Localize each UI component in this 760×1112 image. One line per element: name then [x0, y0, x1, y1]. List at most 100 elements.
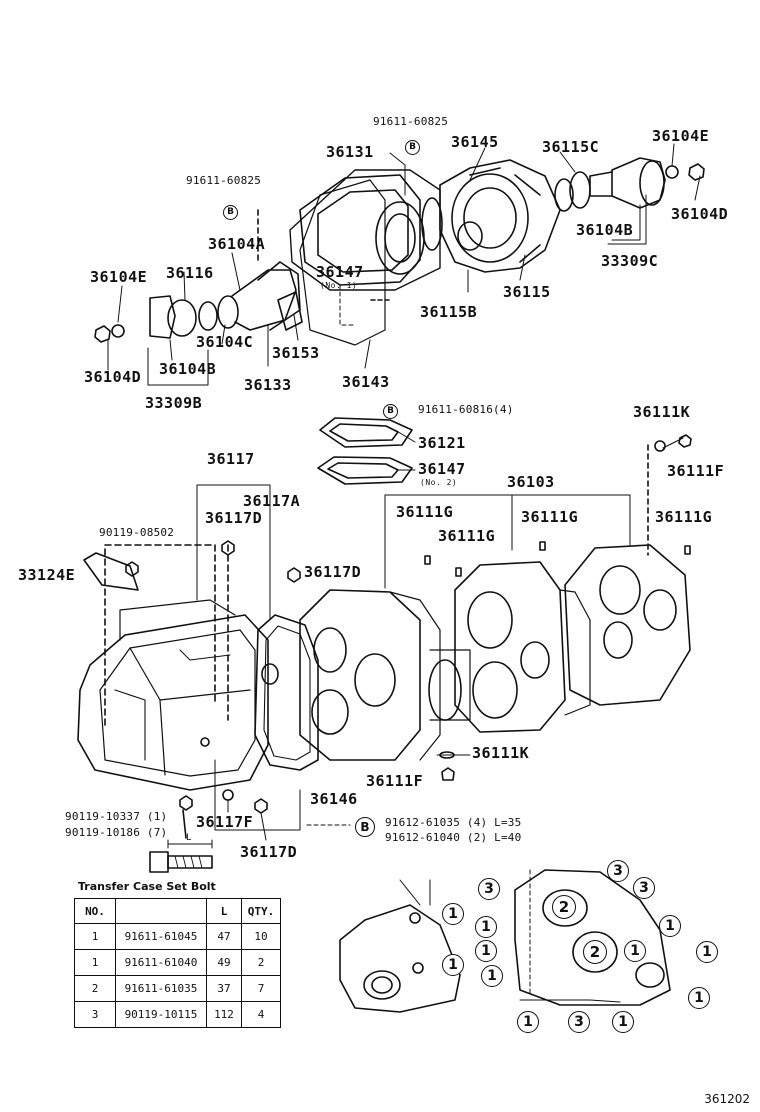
plates-36121-36147 [317, 407, 416, 485]
bolt-length-label: L [186, 833, 192, 843]
label-36153: 36153 [272, 344, 320, 362]
bolt-mark: 1 [481, 965, 503, 987]
label-36111G-a: 36111G [396, 503, 454, 521]
cell-length: 49 [206, 949, 242, 976]
col-header-qty: QTY. [241, 898, 281, 924]
label-36104E-left: 36104E [90, 268, 148, 286]
label-36143: 36143 [342, 373, 390, 391]
label-36115: 36115 [503, 283, 551, 301]
legend-line-1: 91612-61035 (4) L=35 [385, 816, 522, 829]
label-36117D-low: 36117D [240, 843, 298, 861]
col-header-no: NO. [74, 898, 116, 924]
label-36111G-b: 36111G [438, 527, 496, 545]
cell-part: 91611-61045 [115, 923, 207, 950]
col-header-part [115, 898, 207, 924]
label-36117: 36117 [207, 450, 255, 468]
label-36117D-mid: 36117D [304, 563, 362, 581]
bolt-mark: 1 [442, 954, 464, 976]
label-36147-no2: 36147 [418, 460, 466, 478]
bolt-table-title: Transfer Case Set Bolt [78, 880, 216, 893]
label-90119-10186: 90119-10186 (7) [65, 826, 168, 839]
label-36145: 36145 [451, 133, 499, 151]
cell-length: 47 [206, 923, 242, 950]
bolt-mark: 1 [659, 915, 681, 937]
label-36104A: 36104A [208, 235, 266, 253]
b-mark-icon: B [405, 140, 420, 155]
bolt-table: NO. L QTY. 1 91611-61045 47 10 1 91611-6… [74, 898, 281, 1028]
label-91611-60816: 91611-60816(4) [418, 403, 514, 416]
label-36104B-left: 36104B [159, 360, 217, 378]
cell-length: 37 [206, 975, 242, 1002]
b-mark-icon: B [383, 404, 398, 419]
label-90119-10337: 90119-10337 (1) [65, 810, 168, 823]
cell-length: 112 [206, 1001, 242, 1028]
label-33309B: 33309B [145, 394, 203, 412]
cell-qty: 7 [241, 975, 281, 1002]
bolt-mark: 2 [552, 895, 576, 919]
label-36131: 36131 [326, 143, 374, 161]
bolt-mark: 1 [475, 940, 497, 962]
bolts-drawing [83, 540, 351, 873]
label-36146: 36146 [310, 790, 358, 808]
legend-line-2: 91612-61040 (2) L=40 [385, 831, 522, 844]
illustration-code: 361202 [704, 1092, 750, 1106]
label-36104E-right: 36104E [652, 127, 710, 145]
label-91611-60825-top: 91611-60825 [373, 115, 449, 128]
label-33309C: 33309C [601, 252, 659, 270]
legend-b-icon: B [355, 817, 375, 837]
label-36111K-top: 36111K [633, 403, 691, 421]
bolt-mark: 1 [475, 916, 497, 938]
bolt-location-views [339, 869, 671, 1013]
label-36147-no1-sub: (No. 1) [320, 281, 358, 290]
bolt-mark: 1 [612, 1011, 634, 1033]
label-91611-60825-left: 91611-60825 [186, 174, 262, 187]
bolt-mark: 1 [517, 1011, 539, 1033]
label-36104C: 36104C [196, 333, 254, 351]
label-33124E: 33124E [18, 566, 76, 584]
cell-qty: 2 [241, 949, 281, 976]
label-36133: 36133 [244, 376, 292, 394]
top-leaders [107, 143, 701, 386]
bolt-mark: 3 [633, 877, 655, 899]
bolt-mark: 1 [688, 987, 710, 1009]
cell-part: 90119-10115 [115, 1001, 207, 1028]
cell-no: 2 [74, 975, 116, 1002]
cell-no: 3 [74, 1001, 116, 1028]
label-36115C: 36115C [542, 138, 600, 156]
top-assembly-drawing [94, 157, 705, 346]
bolt-mark: 1 [696, 941, 718, 963]
cell-no: 1 [74, 923, 116, 950]
bolt-mark: 1 [442, 903, 464, 925]
label-36111F-low: 36111F [366, 772, 424, 790]
bolt-mark: 2 [583, 940, 607, 964]
label-36104B-right: 36104B [576, 221, 634, 239]
bolt-mark: 3 [478, 878, 500, 900]
front-transfer-case-drawing [299, 589, 471, 761]
label-36147-no2-sub: (No. 2) [420, 478, 458, 487]
b-mark-icon: B [223, 205, 238, 220]
label-36121: 36121 [418, 434, 466, 452]
col-header-length: L [206, 898, 242, 924]
cell-no: 1 [74, 949, 116, 976]
label-36111G-c: 36111G [521, 508, 579, 526]
cell-part: 91611-61035 [115, 975, 207, 1002]
label-36111K-low: 36111K [472, 744, 530, 762]
label-36117A: 36117A [243, 492, 301, 510]
bolt-mark: 1 [624, 940, 646, 962]
table-row: 1 91611-61040 49 2 [74, 949, 281, 976]
bolt-mark: 3 [568, 1011, 590, 1033]
cell-qty: 4 [241, 1001, 281, 1028]
label-36111G-d: 36111G [655, 508, 713, 526]
bolt-mark: 3 [607, 860, 629, 882]
label-90119-08502: 90119-08502 [99, 526, 175, 539]
label-36116: 36116 [166, 264, 214, 282]
label-36117D-top: 36117D [205, 509, 263, 527]
cell-part: 91611-61040 [115, 949, 207, 976]
label-36104D-right: 36104D [671, 205, 729, 223]
transmission-case-drawing [77, 484, 301, 831]
label-36147-no1: 36147 [316, 263, 364, 281]
case-gasket-drawing [254, 614, 319, 771]
label-36115B: 36115B [420, 303, 478, 321]
